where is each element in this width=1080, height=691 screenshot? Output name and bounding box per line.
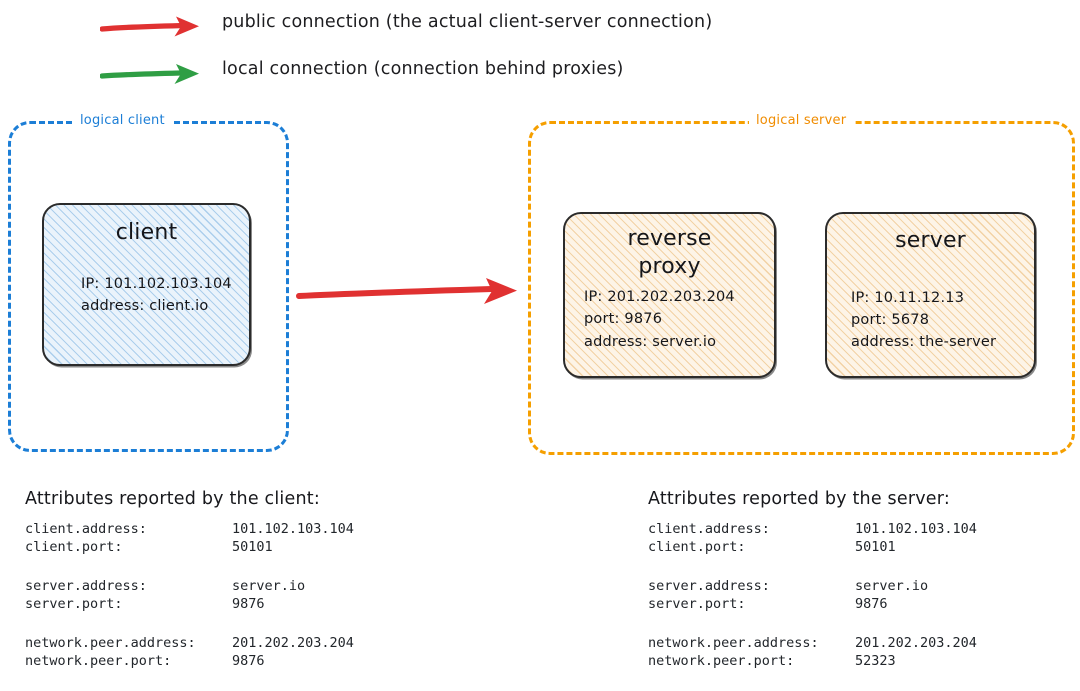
client-node-address: address: client.io bbox=[81, 297, 209, 314]
client-attributes-heading: Attributes reported by the client: bbox=[25, 489, 320, 509]
attribute-row: server.address: server.io bbox=[648, 577, 977, 595]
attribute-key: network.peer.port: bbox=[25, 653, 172, 669]
logical-client-title: logical client bbox=[73, 113, 172, 128]
attribute-row: network.peer.port: 52323 bbox=[648, 652, 977, 670]
server-node-port: port: 5678 bbox=[851, 311, 930, 328]
attribute-value: server.io bbox=[232, 578, 306, 594]
attribute-value: 9876 bbox=[232, 596, 265, 612]
attribute-value: 201.202.203.204 bbox=[855, 635, 977, 651]
reverse-proxy-title-line2: proxy bbox=[638, 253, 701, 279]
public-connection-arrow bbox=[296, 276, 522, 314]
attribute-row: network.peer.address: 201.202.203.204 bbox=[25, 634, 354, 652]
client-node-ip: IP: 101.102.103.104 bbox=[81, 275, 232, 292]
legend-label-local-connection: local connection (connection behind prox… bbox=[222, 59, 624, 79]
attribute-value: 50101 bbox=[855, 539, 896, 555]
reverse-proxy-ip: IP: 201.202.203.204 bbox=[584, 289, 735, 305]
green-arrow-icon bbox=[99, 61, 204, 91]
attribute-value: 101.102.103.104 bbox=[855, 521, 977, 537]
attribute-row: network.peer.address: 201.202.203.204 bbox=[648, 634, 977, 652]
attribute-group: server.address: server.io server.port: 9876 bbox=[25, 577, 354, 613]
attribute-key: server.port: bbox=[25, 596, 123, 612]
attribute-key: client.address: bbox=[25, 521, 147, 537]
client-attributes-table: Attributes reported by the client: clien… bbox=[25, 489, 354, 670]
attribute-key: network.peer.port: bbox=[648, 653, 795, 669]
client-node-details: IP: 101.102.103.104 address: client.io bbox=[44, 273, 249, 318]
attribute-key: server.address: bbox=[25, 578, 147, 594]
reverse-proxy-node-details: IP: 201.202.203.204 port: 9876 address: … bbox=[565, 286, 774, 353]
server-node-ip: IP: 10.11.12.13 bbox=[851, 289, 965, 306]
reverse-proxy-node-title: reverse proxy bbox=[565, 225, 774, 280]
server-node-title: server bbox=[895, 228, 966, 253]
reverse-proxy-port: port: 9876 bbox=[584, 311, 663, 328]
attribute-row: network.peer.port: 9876 bbox=[25, 652, 354, 670]
attribute-value: 201.202.203.204 bbox=[232, 635, 354, 651]
attribute-key: client.port: bbox=[25, 539, 123, 555]
server-attributes-table: Attributes reported by the server: clien… bbox=[648, 489, 977, 670]
attribute-key: client.port: bbox=[648, 539, 746, 555]
client-node-title: client bbox=[115, 220, 178, 245]
logical-client-group: logical client bbox=[8, 113, 289, 452]
attribute-row: client.port: 50101 bbox=[25, 538, 354, 556]
server-node-details: IP: 10.11.12.13 port: 5678 address: the-… bbox=[827, 287, 1034, 354]
attribute-value: 9876 bbox=[232, 653, 265, 669]
client-node: client IP: 101.102.103.104 address: clie… bbox=[42, 203, 251, 366]
reverse-proxy-node: reverse proxy IP: 201.202.203.204 port: … bbox=[563, 212, 776, 378]
attribute-row: client.port: 50101 bbox=[648, 538, 977, 556]
logical-server-title: logical server bbox=[749, 113, 854, 128]
server-attributes-heading: Attributes reported by the server: bbox=[648, 489, 950, 509]
attribute-row: server.port: 9876 bbox=[648, 595, 977, 613]
legend: public connection (the actual client-ser… bbox=[0, 0, 1080, 100]
attribute-value: 52323 bbox=[855, 653, 896, 669]
attribute-value: 101.102.103.104 bbox=[232, 521, 354, 537]
legend-label-public-connection: public connection (the actual client-ser… bbox=[222, 12, 713, 32]
attribute-key: network.peer.address: bbox=[648, 635, 819, 651]
server-node: server IP: 10.11.12.13 port: 5678 addres… bbox=[825, 212, 1036, 378]
attribute-row: client.address: 101.102.103.104 bbox=[25, 520, 354, 538]
attribute-key: network.peer.address: bbox=[25, 635, 196, 651]
attribute-row: client.address: 101.102.103.104 bbox=[648, 520, 977, 538]
attribute-value: server.io bbox=[855, 578, 929, 594]
attribute-group: server.address: server.io server.port: 9876 bbox=[648, 577, 977, 613]
reverse-proxy-address: address: server.io bbox=[584, 333, 717, 350]
attribute-key: client.address: bbox=[648, 521, 770, 537]
attribute-row: server.port: 9876 bbox=[25, 595, 354, 613]
attribute-row: server.address: server.io bbox=[25, 577, 354, 595]
attribute-value: 50101 bbox=[232, 539, 273, 555]
attribute-key: server.address: bbox=[648, 578, 770, 594]
attribute-value: 9876 bbox=[855, 596, 888, 612]
attribute-key: server.port: bbox=[648, 596, 746, 612]
logical-server-group: logical server bbox=[528, 113, 1075, 455]
reverse-proxy-title-line1: reverse bbox=[627, 226, 712, 251]
server-node-address: address: the-server bbox=[851, 334, 997, 351]
red-arrow-icon bbox=[99, 14, 204, 44]
